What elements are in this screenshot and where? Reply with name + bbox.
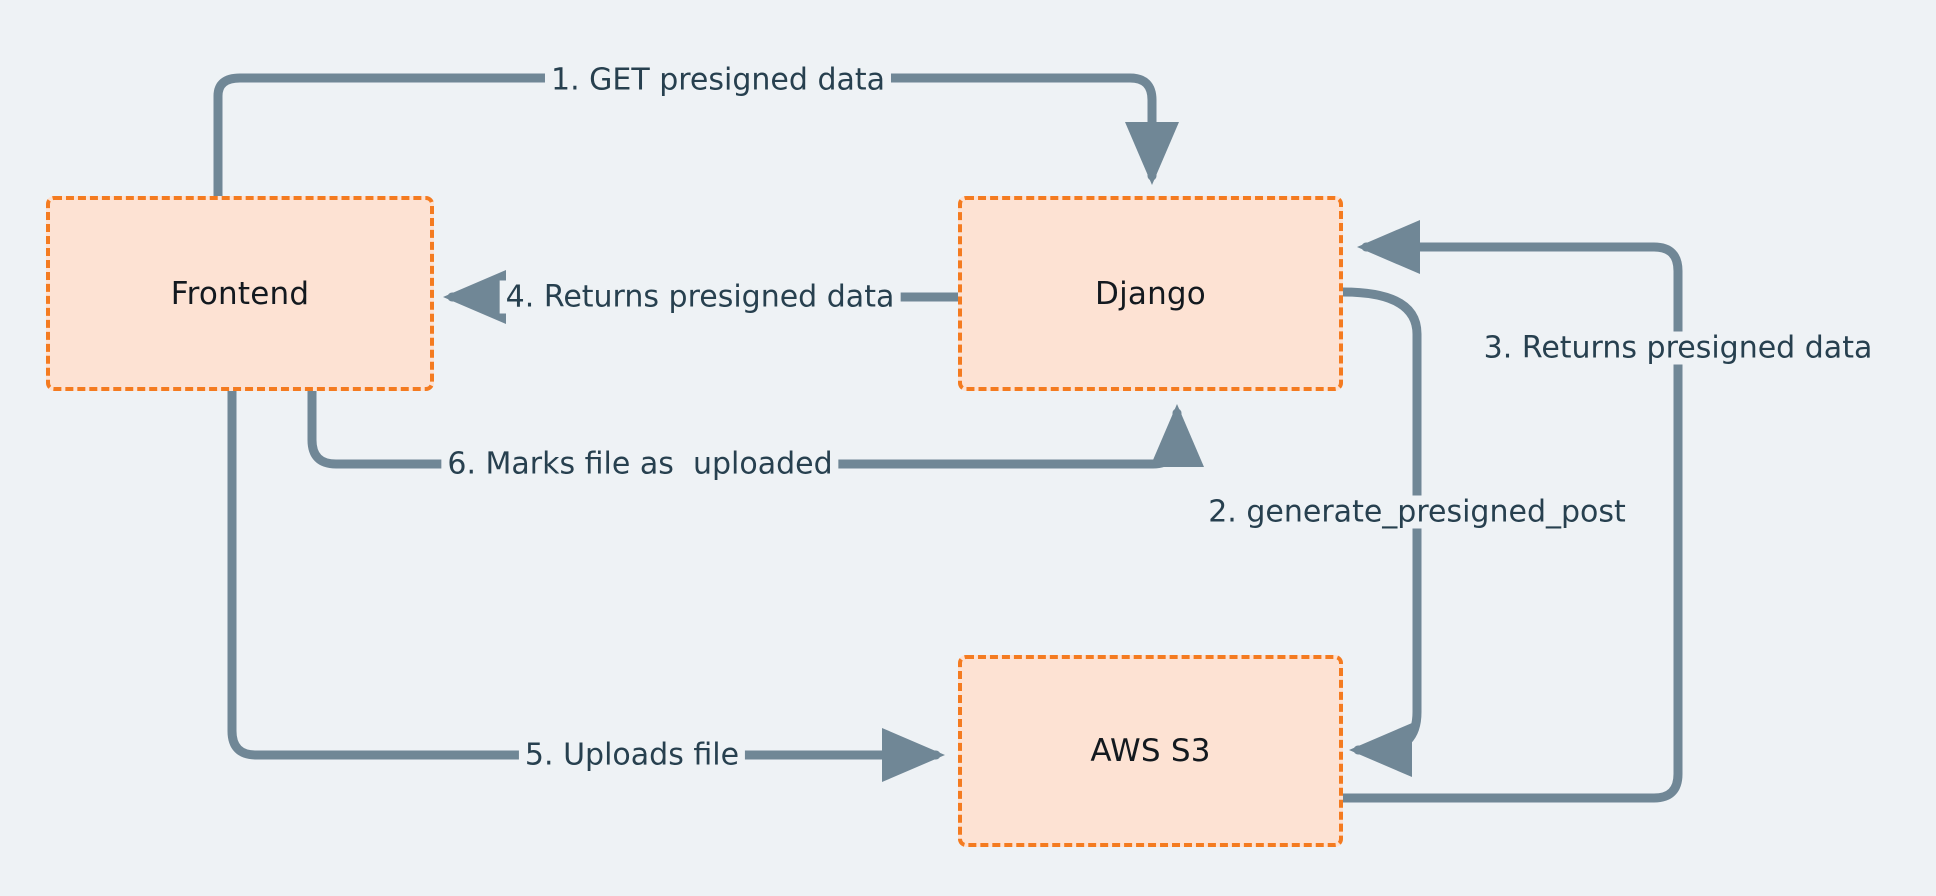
node-django-label: Django: [1095, 275, 1206, 312]
node-aws-s3-label: AWS S3: [1090, 733, 1211, 769]
node-frontend-label: Frontend: [170, 275, 310, 312]
edge-label-step1: 1. GET presigned data: [544, 63, 892, 97]
edge-label-step4: 4. Returns presigned data: [499, 280, 901, 314]
edge-label-step2: 2. generate_presigned_post: [1202, 495, 1632, 529]
edge-label-step6: 6. Marks file as uploaded: [441, 447, 839, 481]
node-django[interactable]: Django: [958, 196, 1343, 391]
edge-path-step3: [1338, 219, 1683, 803]
node-aws-s3[interactable]: AWS S3: [958, 655, 1343, 847]
node-frontend[interactable]: Frontend: [46, 196, 434, 391]
edge-label-step3: 3. Returns presigned data: [1477, 331, 1879, 365]
edge-path-step2: [1338, 287, 1422, 777]
edge-path-step5: [227, 386, 946, 783]
edge-label-step5: 5. Uploads file: [518, 738, 746, 772]
